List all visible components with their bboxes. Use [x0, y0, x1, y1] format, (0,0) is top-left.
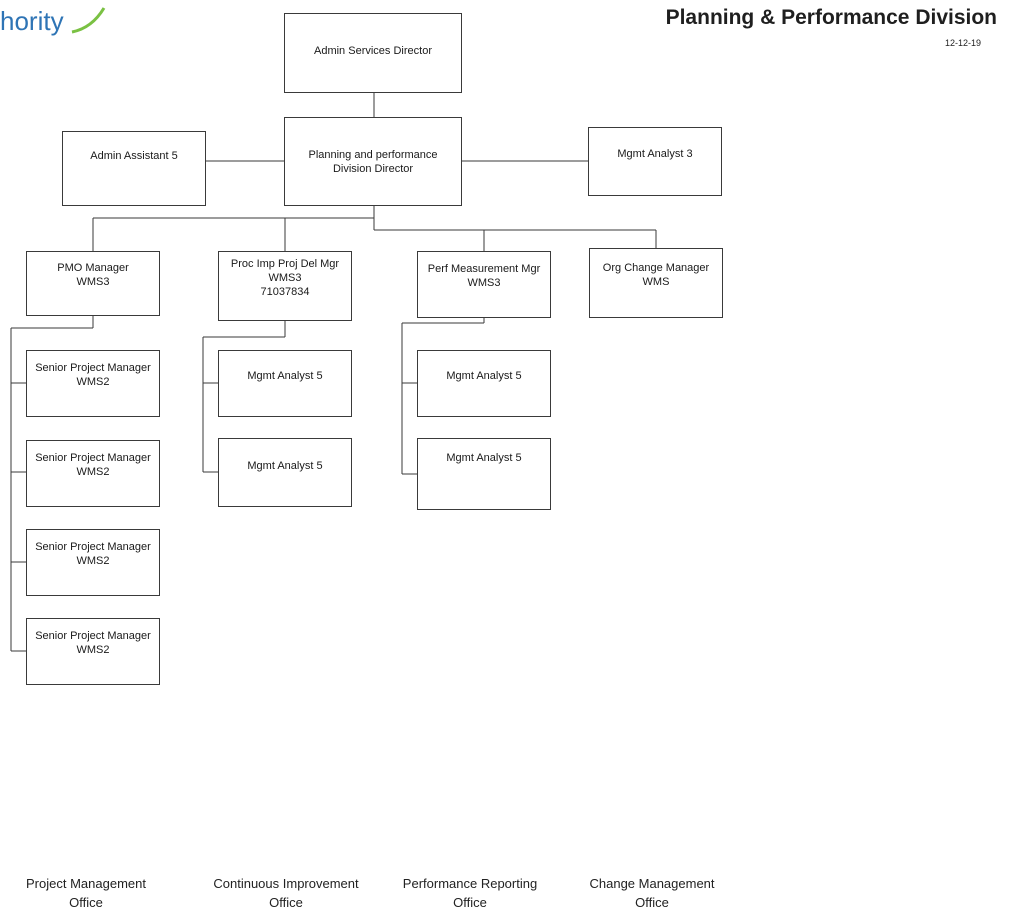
- node-label-line: Mgmt Analyst 5: [247, 370, 323, 382]
- node-label-line: Mgmt Analyst 3: [617, 148, 693, 160]
- date-label: 12-12-19: [944, 38, 981, 48]
- node-label-line: Division Director: [332, 163, 414, 175]
- node-admin-assistant: Admin Assistant 5: [62, 131, 206, 206]
- node-label-line: Senior Project Manager: [35, 452, 151, 464]
- node-label-line: WMS3: [268, 272, 302, 284]
- node-label-line: WMS3: [76, 276, 110, 288]
- node-mgmt-analyst-5: Mgmt Analyst 5: [417, 438, 551, 510]
- page-title: Planning & Performance Division: [665, 6, 997, 29]
- node-label-line: Mgmt Analyst 5: [446, 452, 522, 464]
- node-label-line: Planning and performance: [308, 149, 438, 161]
- node-label-line: Senior Project Manager: [35, 362, 151, 374]
- logo: hority: [0, 6, 106, 37]
- node-admin-services-director: Admin Services Director: [284, 13, 462, 93]
- node-label-line: WMS2: [76, 466, 110, 478]
- node-label-line: Perf Measurement Mgr: [427, 263, 541, 275]
- node-label-line: Mgmt Analyst 5: [247, 460, 323, 472]
- node-label-line: WMS2: [76, 376, 110, 388]
- office-label-line: Office: [453, 895, 487, 910]
- node-label-line: Mgmt Analyst 5: [446, 370, 522, 382]
- node-label-line: Admin Services Director: [314, 45, 432, 57]
- node-mgmt-analyst-5: Mgmt Analyst 5: [417, 350, 551, 417]
- node-mgmt-analyst-3: Mgmt Analyst 3: [588, 127, 722, 196]
- office-label-line: Performance Reporting: [402, 876, 538, 891]
- node-label-line: 71037834: [260, 286, 310, 298]
- node-label-line: PMO Manager: [57, 262, 129, 274]
- node-label-line: WMS: [642, 276, 670, 288]
- office-label-line: Office: [69, 895, 103, 910]
- node-label-line: WMS2: [76, 644, 110, 656]
- node-label-line: WMS3: [467, 277, 501, 289]
- node-label-line: WMS2: [76, 555, 110, 567]
- logo-text: hority: [0, 6, 64, 36]
- node-mgmt-analyst-5: Mgmt Analyst 5: [218, 438, 352, 507]
- office-label-line: Continuous Improvement: [213, 876, 359, 891]
- node-label-line: Senior Project Manager: [35, 541, 151, 553]
- node-label-line: Org Change Manager: [602, 262, 710, 274]
- node-label-line: Proc Imp Proj Del Mgr: [230, 258, 340, 270]
- node-label-line: Admin Assistant 5: [90, 150, 178, 162]
- office-label-line: Office: [269, 895, 303, 910]
- node-mgmt-analyst-5: Mgmt Analyst 5: [218, 350, 352, 417]
- node-label-line: Senior Project Manager: [35, 630, 151, 642]
- office-label-line: Office: [635, 895, 669, 910]
- logo-swoosh-icon: [71, 7, 106, 34]
- office-label-line: Project Management: [26, 876, 146, 891]
- office-label-line: Change Management: [589, 876, 715, 891]
